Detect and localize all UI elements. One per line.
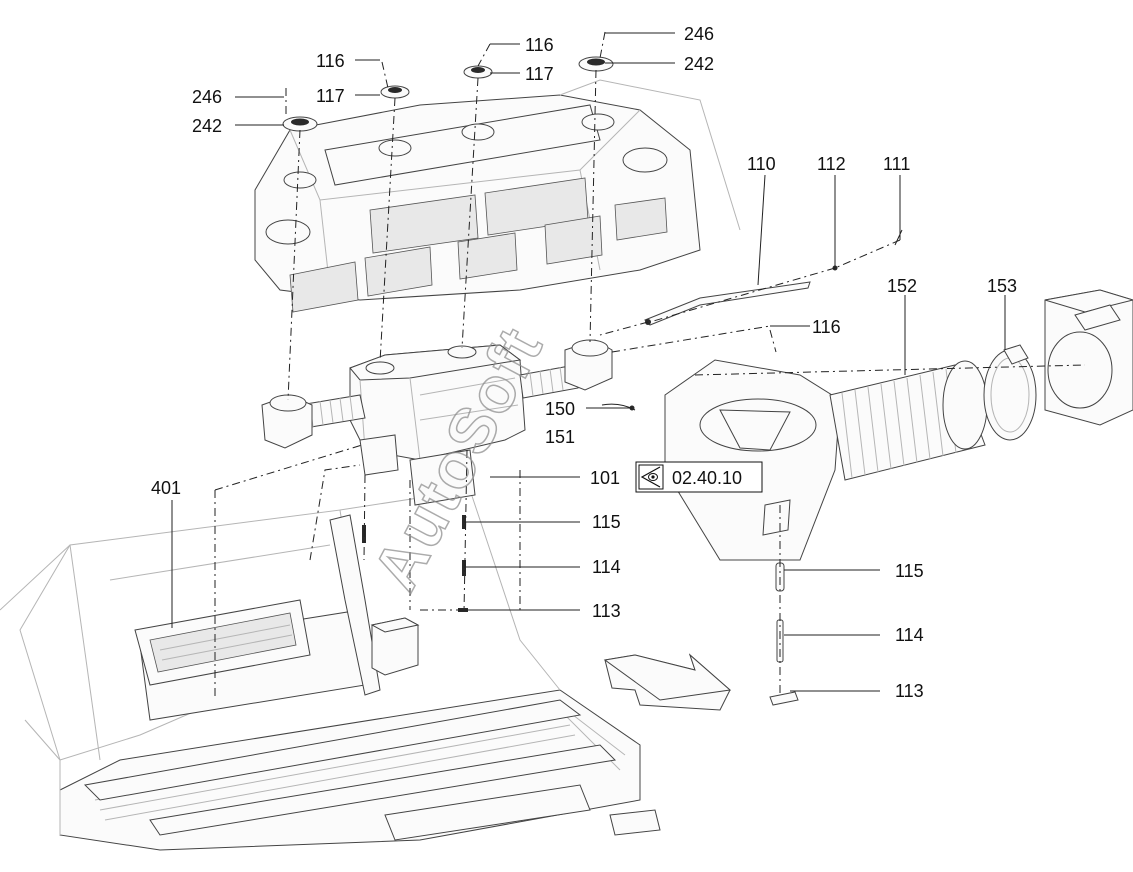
callout-117-center: 117: [525, 64, 554, 84]
cap-242-right: [578, 56, 614, 72]
air-inlet-housing: [664, 359, 841, 561]
cab-floor-structure: [0, 489, 661, 851]
rod-110: [644, 281, 811, 326]
callout-labels: 246 242 116 117 116 117 246 242 110 112 …: [151, 24, 1017, 701]
heater-unit-101: [261, 339, 636, 506]
callout-246-left: 246: [192, 87, 222, 107]
fastener-113-right: [769, 691, 799, 706]
callout-116-right: 116: [812, 317, 841, 337]
reference-box[interactable]: 02.40.10: [635, 461, 763, 493]
cab-box: [370, 617, 420, 676]
callout-114-center: 114: [592, 557, 621, 577]
view-eye-icon: [638, 464, 664, 490]
callout-116-center: 116: [525, 35, 554, 55]
direction-arrow: [603, 653, 732, 711]
callout-113-right: 113: [895, 681, 924, 701]
hose-clamp-153: [983, 344, 1037, 441]
reference-code: 02.40.10: [672, 468, 742, 488]
callout-150: 150: [545, 399, 575, 419]
blower-box: [1044, 289, 1133, 426]
callout-246-right: 246: [684, 24, 714, 44]
callout-401: 401: [151, 478, 181, 498]
callout-242-right: 242: [684, 54, 714, 74]
cap-117-right: [463, 65, 493, 79]
callout-116-left: 116: [316, 51, 345, 71]
callout-153: 153: [987, 276, 1017, 296]
cap-242-left: [282, 116, 318, 132]
cap-117-left: [380, 85, 410, 99]
callout-152: 152: [887, 276, 917, 296]
callout-242-left: 242: [192, 116, 222, 136]
leader-lines: [171, 32, 1006, 692]
corrugated-duct-152: [829, 360, 988, 481]
assembly-lines: [214, 31, 1086, 700]
callout-115-center: 115: [592, 512, 621, 532]
callout-114-right: 114: [895, 625, 924, 645]
callout-111: 111: [883, 154, 910, 174]
callout-112: 112: [817, 154, 846, 174]
screw-111: [894, 229, 903, 246]
callout-117-left: 117: [316, 86, 345, 106]
dashboard-panel: [254, 79, 741, 313]
vent-grille-401: [134, 599, 311, 686]
callout-110: 110: [747, 154, 776, 174]
fastener-114-center: [462, 560, 466, 576]
callout-115-right: 115: [895, 561, 924, 581]
callout-113-center: 113: [592, 601, 621, 621]
callout-151: 151: [545, 427, 575, 447]
callout-101: 101: [590, 468, 620, 488]
